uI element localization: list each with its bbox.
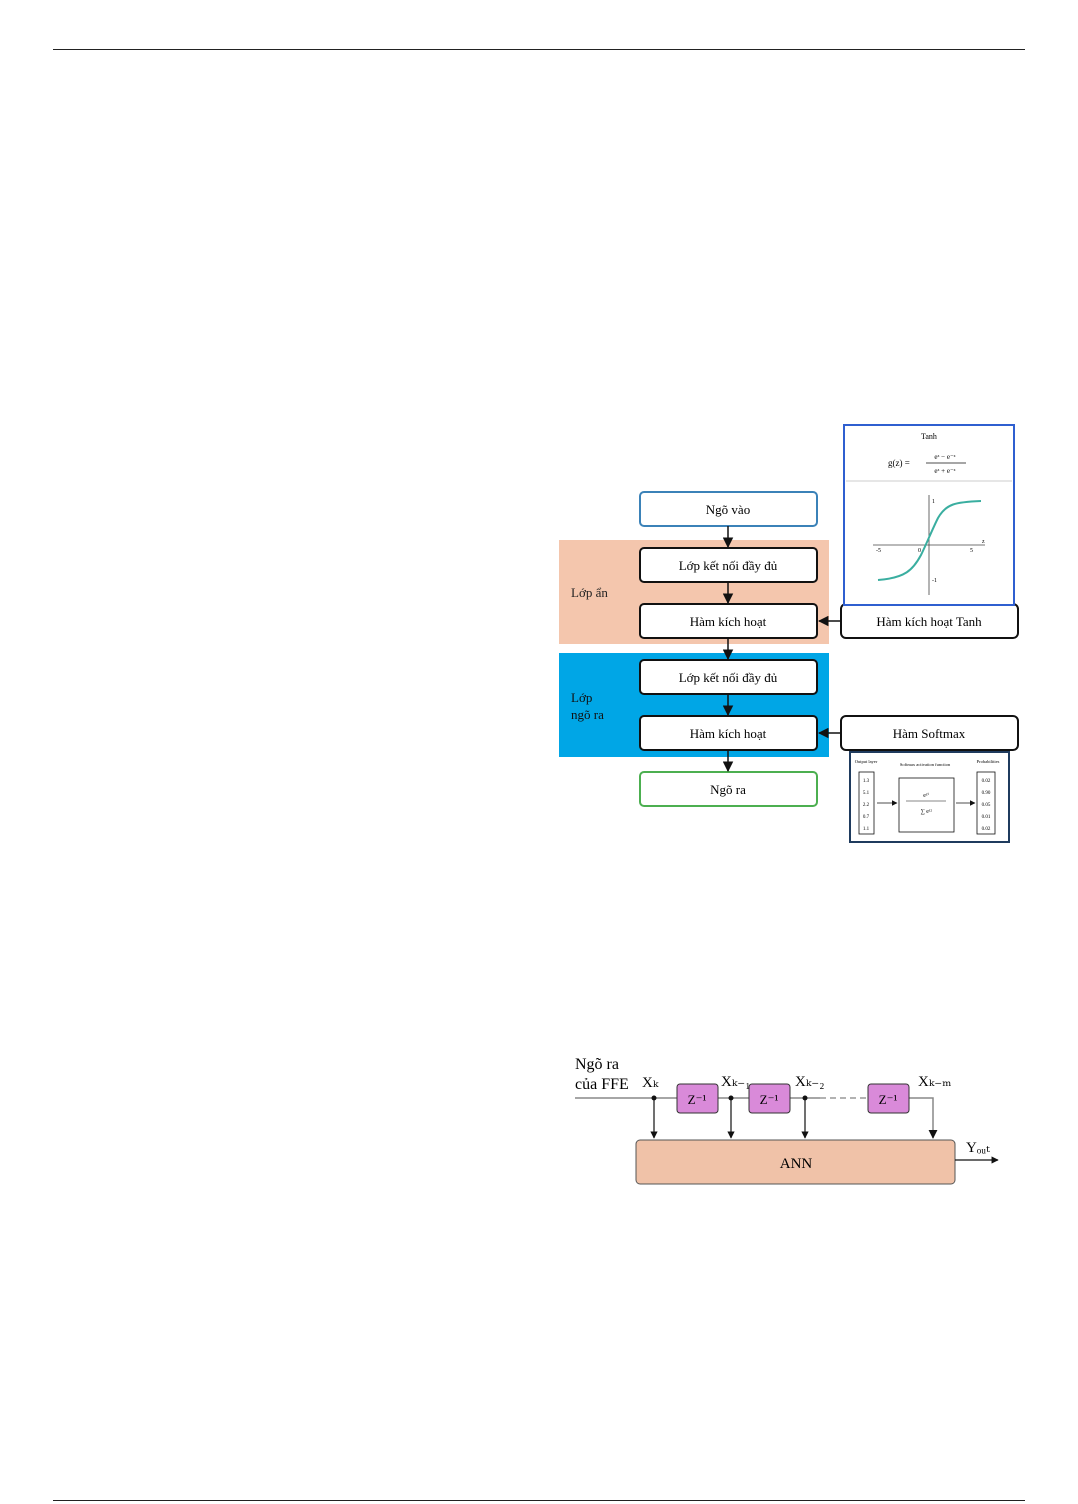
delay-ann-diagram: Ngõ ra của FFE Z⁻¹ Z⁻¹ Z⁻¹ Xₖ Xₖ₋₁ Xₖ₋₂ … bbox=[575, 1056, 999, 1185]
softmax-output-value: 0.90 bbox=[982, 791, 991, 796]
tanh-tick-x-neg: -5 bbox=[876, 548, 881, 554]
output-layer-label-2: ngõ ra bbox=[571, 707, 604, 722]
act2-label: Hàm kích hoạt bbox=[690, 726, 767, 741]
softmax-col3: Probabilities bbox=[977, 759, 1000, 764]
delay-box-2 bbox=[748, 1083, 791, 1114]
output-box-label: Ngõ ra bbox=[710, 782, 746, 797]
tanh-panel-title: Tanh bbox=[921, 432, 937, 441]
tanh-panel: Tanh g(z) = eᶻ − e⁻ᶻ eᶻ + e⁻ᶻ 1 -1 -5 0 … bbox=[843, 424, 1015, 606]
fc1-label: Lớp kết nối đầy đủ bbox=[679, 558, 778, 573]
fc2-label: Lớp kết nối đầy đủ bbox=[679, 670, 778, 685]
ann-block bbox=[635, 1139, 956, 1185]
softmax-formula-num: eᶻⁱ bbox=[923, 792, 929, 799]
delay-label-2: Z⁻¹ bbox=[760, 1092, 779, 1107]
tanh-tick-x-zero: 0 bbox=[918, 548, 921, 554]
softmax-box-label: Hàm Softmax bbox=[893, 726, 966, 741]
tanh-formula-lhs: g(z) = bbox=[888, 458, 910, 468]
signal-line bbox=[909, 1097, 938, 1139]
ffe-output-label-1: Ngõ ra bbox=[575, 1056, 619, 1073]
act1-label: Hàm kích hoạt bbox=[690, 614, 767, 629]
softmax-formula-den: ∑ eᶻʲ bbox=[920, 809, 931, 815]
tanh-tick-x-pos: 5 bbox=[970, 548, 973, 554]
tanh-curve bbox=[877, 500, 982, 581]
delay-box-3 bbox=[867, 1083, 910, 1114]
delay-box-1 bbox=[676, 1083, 719, 1114]
tap-label-xk: Xₖ bbox=[642, 1075, 659, 1091]
input-box-label: Ngõ vào bbox=[706, 502, 750, 517]
softmax-input-value: 0.7 bbox=[863, 815, 870, 820]
delay-label-1: Z⁻¹ bbox=[688, 1092, 707, 1107]
softmax-output-value: 0.01 bbox=[982, 815, 991, 820]
softmax-input-value: 1.1 bbox=[863, 827, 870, 832]
softmax-output-value: 0.05 bbox=[982, 803, 991, 808]
ann-label: ANN bbox=[780, 1156, 813, 1172]
ann-flowchart: Lớp ẩn Lớp ngõ ra Ngõ vào Lớp kết nối đầ… bbox=[559, 424, 1019, 843]
header-rule bbox=[53, 49, 1025, 50]
hidden-layer-label: Lớp ẩn bbox=[571, 585, 608, 600]
tap-label-xk2: Xₖ₋₂ bbox=[795, 1074, 824, 1090]
softmax-input-value: 1.3 bbox=[863, 779, 870, 784]
tanh-box-label: Hàm kích hoạt Tanh bbox=[876, 614, 982, 629]
tanh-tick-pos: 1 bbox=[932, 499, 935, 505]
tanh-axis-z: z bbox=[982, 539, 985, 545]
output-layer-label-1: Lớp bbox=[571, 690, 592, 705]
softmax-col1: Output layer bbox=[855, 759, 878, 764]
output-label: Yₒᵤₜ bbox=[966, 1140, 990, 1156]
tanh-formula-den: eᶻ + e⁻ᶻ bbox=[934, 467, 955, 475]
softmax-output-value: 0.02 bbox=[982, 827, 991, 832]
tap-label-xkm: Xₖ₋ₘ bbox=[918, 1074, 951, 1090]
softmax-input-value: 5.1 bbox=[863, 791, 870, 796]
footer-rule bbox=[53, 1500, 1025, 1501]
softmax-input-value: 2.2 bbox=[863, 803, 870, 808]
softmax-col2: Softmax activation function bbox=[900, 762, 951, 767]
tanh-tick-neg: -1 bbox=[932, 578, 937, 584]
softmax-panel: Output layer Softmax activation function… bbox=[849, 751, 1010, 843]
softmax-output-value: 0.02 bbox=[982, 779, 991, 784]
ffe-output-label-2: của FFE bbox=[575, 1076, 629, 1093]
tap-label-xk1: Xₖ₋₁ bbox=[721, 1074, 750, 1090]
delay-label-3: Z⁻¹ bbox=[879, 1092, 898, 1107]
tanh-formula-num: eᶻ − e⁻ᶻ bbox=[934, 453, 955, 461]
